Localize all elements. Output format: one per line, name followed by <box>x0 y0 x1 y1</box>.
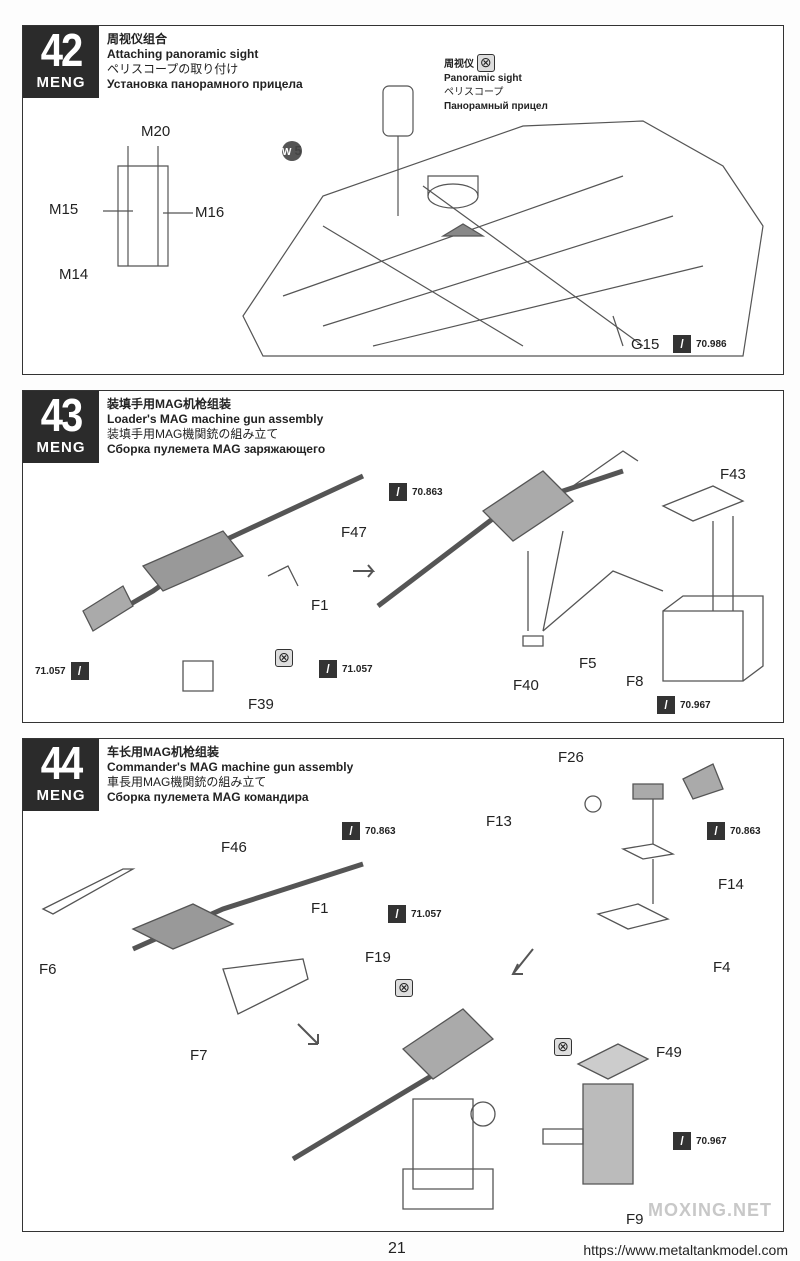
part-label-f13: F13 <box>486 813 512 830</box>
brush-icon: / <box>319 660 337 678</box>
step-number: 43 <box>40 390 84 442</box>
part-label-m15: M15 <box>49 201 79 218</box>
brush-icon: / <box>388 905 406 923</box>
part-label-f7: F7 <box>190 1047 208 1064</box>
brush-icon: / <box>70 662 89 680</box>
title-en: Attaching panoramic sight <box>107 47 259 61</box>
paint-code: 70.863 <box>730 825 761 837</box>
title-zh: 装填手用MAG机枪组装 <box>107 397 231 411</box>
part-label-m20: M20 <box>141 123 171 140</box>
brush-icon: / <box>657 696 675 714</box>
title-ru: Сборка пулемета MAG заряжающего <box>107 442 326 456</box>
part-label-f47: F47 <box>341 524 367 541</box>
step-number: 42 <box>40 25 84 77</box>
no-glue-icon: ⊗ <box>476 54 495 72</box>
paint-code: 71.057 <box>411 908 442 920</box>
title-en: Commander's MAG machine gun assembly <box>107 760 354 774</box>
step-titles: 车长用MAG机枪组装 Commander's MAG machine gun a… <box>107 745 353 805</box>
sight-callout: 周视仪 ⊗ Panoramic sight ペリスコープ Панорамный … <box>444 54 548 114</box>
part-label-f39: F39 <box>248 696 274 713</box>
paint-callout: / 70.863 <box>707 822 761 840</box>
paint-callout: / 70.967 <box>673 1132 727 1150</box>
part-label-f8: F8 <box>626 673 644 690</box>
callout-ja: ペリスコープ <box>444 87 504 98</box>
paint-callout: / 70.863 <box>389 483 443 501</box>
brush-icon: / <box>342 822 360 840</box>
brush-icon: / <box>389 483 407 501</box>
part-label-m14: M14 <box>59 266 89 283</box>
step-number: 44 <box>40 738 84 790</box>
loader-mag-drawing <box>82 450 764 692</box>
part-label-f6: F6 <box>39 961 57 978</box>
title-zh: 车长用MAG机枪组装 <box>107 745 219 759</box>
brand-logo: MENG <box>36 439 86 456</box>
title-zh: 周视仪组合 <box>107 32 168 46</box>
decal-w-icon: W <box>282 147 292 158</box>
part-label-g15: G15 <box>631 336 660 353</box>
callout-en: Panoramic sight <box>444 73 522 84</box>
title-ru: Установка панорамного прицела <box>107 77 303 91</box>
paint-code: 70.863 <box>365 825 396 837</box>
part-label-m16: M16 <box>195 204 225 221</box>
no-glue-icon: ⊗ <box>395 979 413 997</box>
watermark: MOXING.NET <box>647 1200 772 1220</box>
brush-icon: / <box>673 335 691 353</box>
brush-icon: / <box>707 822 725 840</box>
brand-logo: MENG <box>36 787 86 804</box>
step-titles: 周视仪组合 Attaching panoramic sight ペリスコープの取… <box>107 32 303 92</box>
brand-logo: MENG <box>36 74 86 91</box>
callout-ru: Панорамный прицел <box>444 101 548 112</box>
decal-label: 5 <box>294 143 302 158</box>
paint-code: 71.057 <box>35 665 66 677</box>
paint-code: 70.986 <box>696 338 727 350</box>
part-label-f46: F46 <box>221 839 247 856</box>
no-glue-icon: ⊗ <box>554 1038 572 1056</box>
page-number: 21 <box>388 1240 406 1257</box>
part-label-f43: F43 <box>720 466 746 483</box>
title-ru: Сборка пулемета MAG командира <box>107 790 309 804</box>
part-label-f14: F14 <box>718 876 744 893</box>
commander-mag-drawing <box>41 763 724 1210</box>
source-url[interactable]: https://www.metaltankmodel.com <box>583 1242 788 1258</box>
title-en: Loader's MAG machine gun assembly <box>107 412 324 426</box>
part-label-f5: F5 <box>579 655 597 672</box>
part-label-f4: F4 <box>713 959 731 976</box>
title-ja: ペリスコープの取り付け <box>107 62 239 76</box>
paint-code: 70.863 <box>412 486 443 498</box>
no-glue-icon: ⊗ <box>275 649 293 667</box>
brush-icon: / <box>673 1132 691 1150</box>
paint-callout: / 70.967 <box>657 696 711 714</box>
paint-code: 71.057 <box>342 663 373 675</box>
part-label-f1: F1 <box>311 597 329 614</box>
paint-callout: / 71.057 <box>319 660 373 678</box>
part-label-f49: F49 <box>656 1044 682 1061</box>
part-label-f40: F40 <box>513 677 539 694</box>
paint-callout: / 70.863 <box>342 822 396 840</box>
tank-turret-drawing <box>103 85 764 357</box>
paint-callout: / 71.057 <box>388 905 442 923</box>
title-ja: 車長用MAG機関銃の組み立て <box>107 775 267 789</box>
paint-callout: 71.057 / <box>35 662 89 680</box>
title-ja: 装填手用MAG機関銃の組み立て <box>107 427 279 441</box>
part-label-f26: F26 <box>558 749 584 766</box>
part-label-f9: F9 <box>626 1211 644 1228</box>
paint-code: 70.967 <box>680 699 711 711</box>
paint-code: 70.967 <box>696 1135 727 1147</box>
step-titles: 装填手用MAG机枪组装 Loader's MAG machine gun ass… <box>107 397 325 457</box>
part-label-f1: F1 <box>311 900 329 917</box>
part-label-f19: F19 <box>365 949 391 966</box>
paint-callout: / 70.986 <box>673 335 727 353</box>
callout-zh: 周视仪 <box>444 59 474 70</box>
